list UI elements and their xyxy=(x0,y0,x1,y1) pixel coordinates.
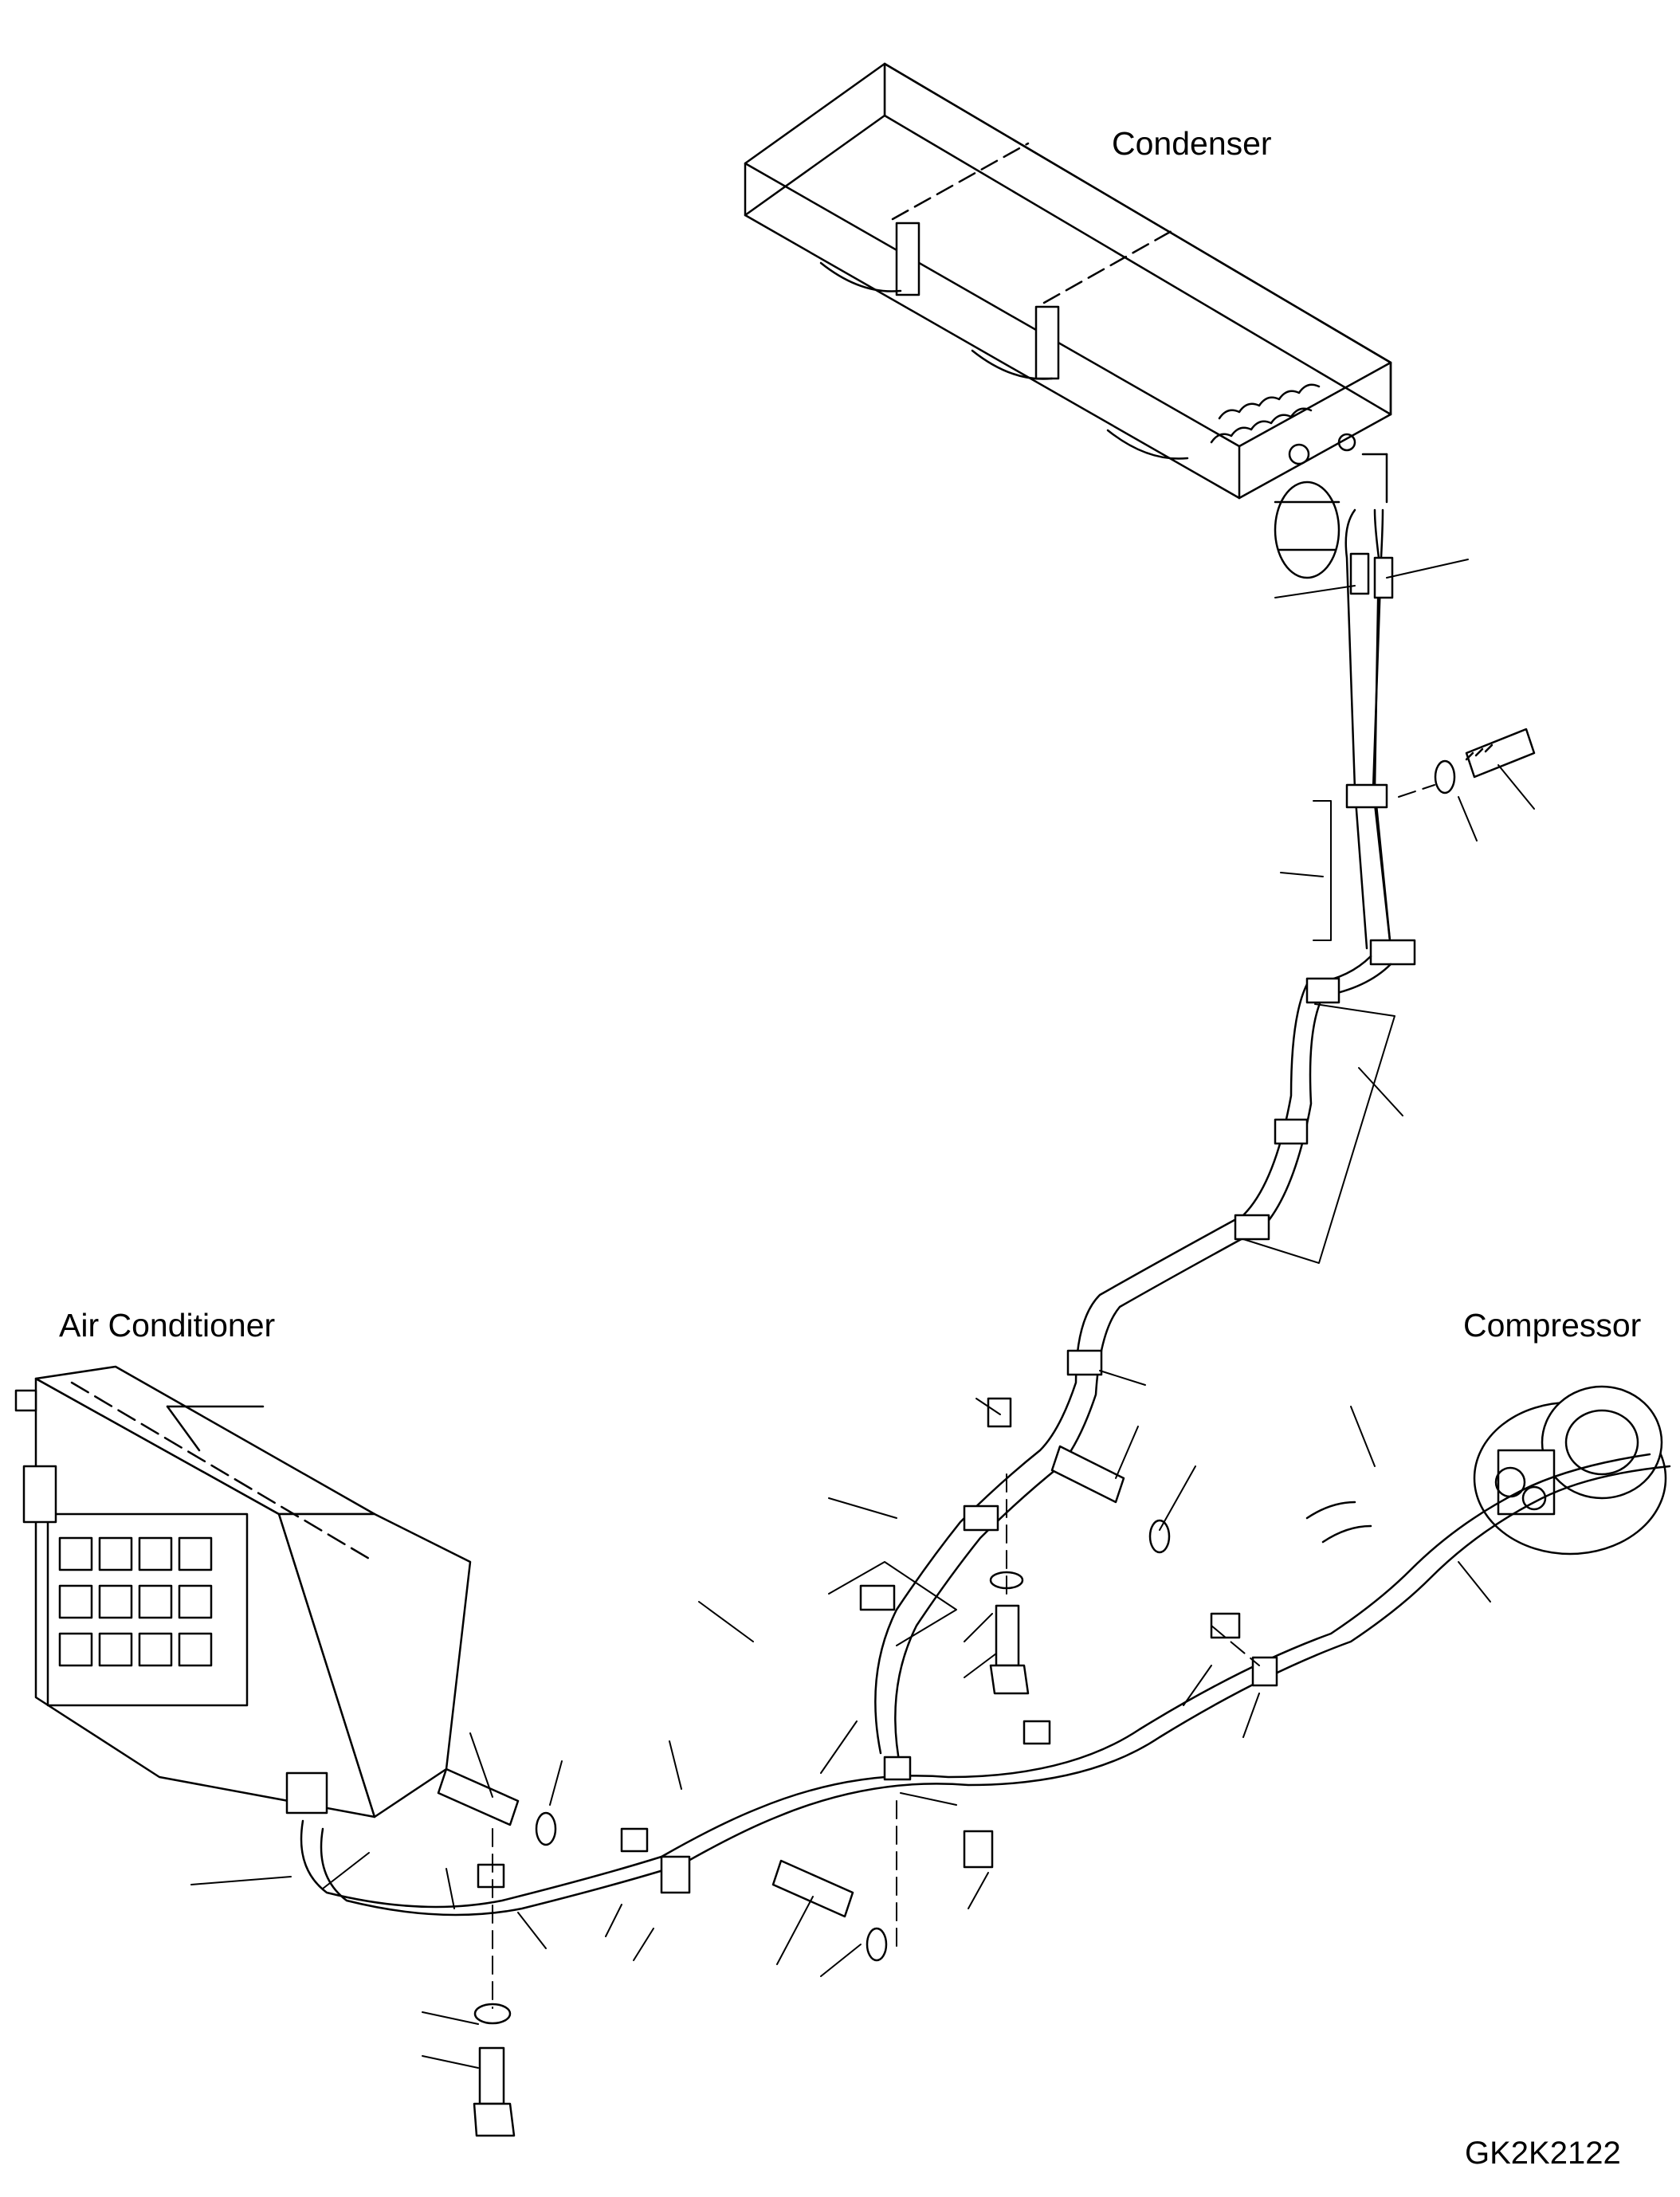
compressor-label: Compressor xyxy=(1463,1307,1642,1344)
condenser-label: Condenser xyxy=(1112,125,1272,162)
condenser-unit xyxy=(745,64,1391,578)
lower-hoses xyxy=(301,1454,1670,1915)
reference-brackets xyxy=(829,801,1395,1646)
center-lines xyxy=(493,785,1435,2008)
receiver-drier xyxy=(1275,482,1339,578)
hardware xyxy=(438,729,1534,2136)
leader-lines xyxy=(191,559,1534,2068)
condenser-hoses xyxy=(861,454,1415,1769)
air-conditioner-label: Air Conditioner xyxy=(59,1307,276,1344)
air-conditioner-unit xyxy=(16,1367,470,1817)
figure-code: GK2K2122 xyxy=(1465,2136,1621,2171)
